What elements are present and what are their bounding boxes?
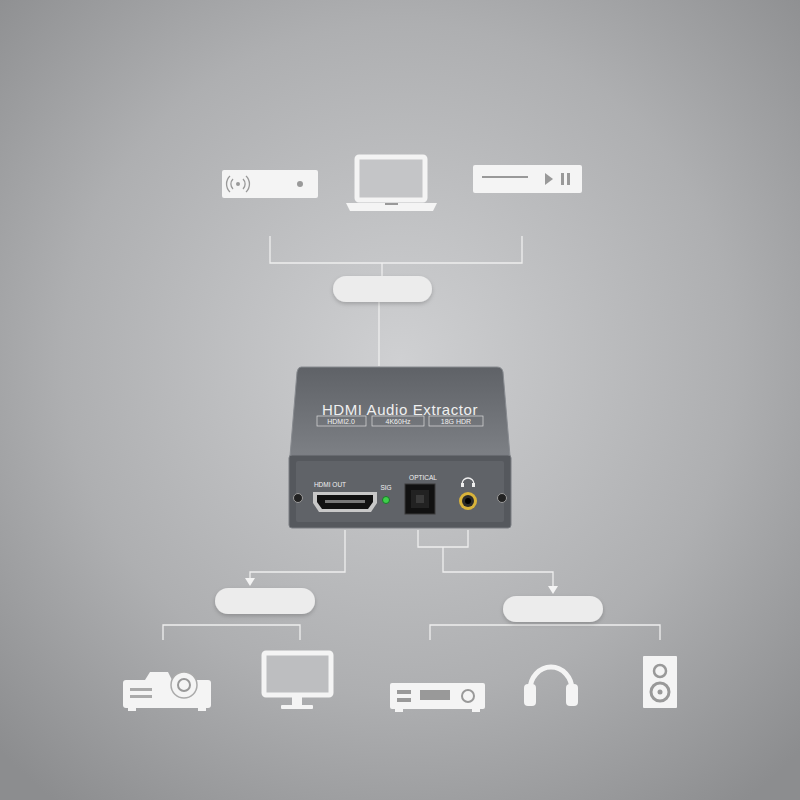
spec-badge: HDMI2.0 bbox=[327, 418, 355, 425]
port-label: OPTICAL bbox=[409, 475, 437, 482]
pill bbox=[503, 596, 603, 622]
amplifier-icon bbox=[390, 683, 485, 712]
headphones-icon bbox=[524, 667, 578, 706]
port-label: HDMI OUT bbox=[314, 482, 346, 489]
arrowhead bbox=[245, 578, 255, 586]
projector-icon bbox=[123, 672, 211, 711]
spec-badge: 18G HDR bbox=[441, 418, 471, 425]
tv-box-icon bbox=[222, 170, 318, 198]
wire bbox=[270, 236, 522, 366]
spec-badge: 4K60Hz bbox=[386, 418, 411, 425]
laptop-icon bbox=[346, 157, 437, 211]
dvd-player-icon bbox=[473, 165, 582, 193]
product-name: HDMI Audio Extractor bbox=[322, 402, 478, 417]
pill bbox=[215, 588, 315, 614]
arrowhead bbox=[548, 586, 558, 594]
monitor-icon bbox=[264, 653, 331, 709]
wire bbox=[163, 530, 660, 640]
port-label: SIG bbox=[380, 485, 391, 492]
pill bbox=[333, 276, 432, 302]
speaker-icon bbox=[643, 656, 677, 708]
audio-extractor-device bbox=[289, 367, 511, 528]
device-box: HDMI Audio ExtractorHDMI2.0 4K60Hz 18G HDR… bbox=[288, 365, 512, 529]
